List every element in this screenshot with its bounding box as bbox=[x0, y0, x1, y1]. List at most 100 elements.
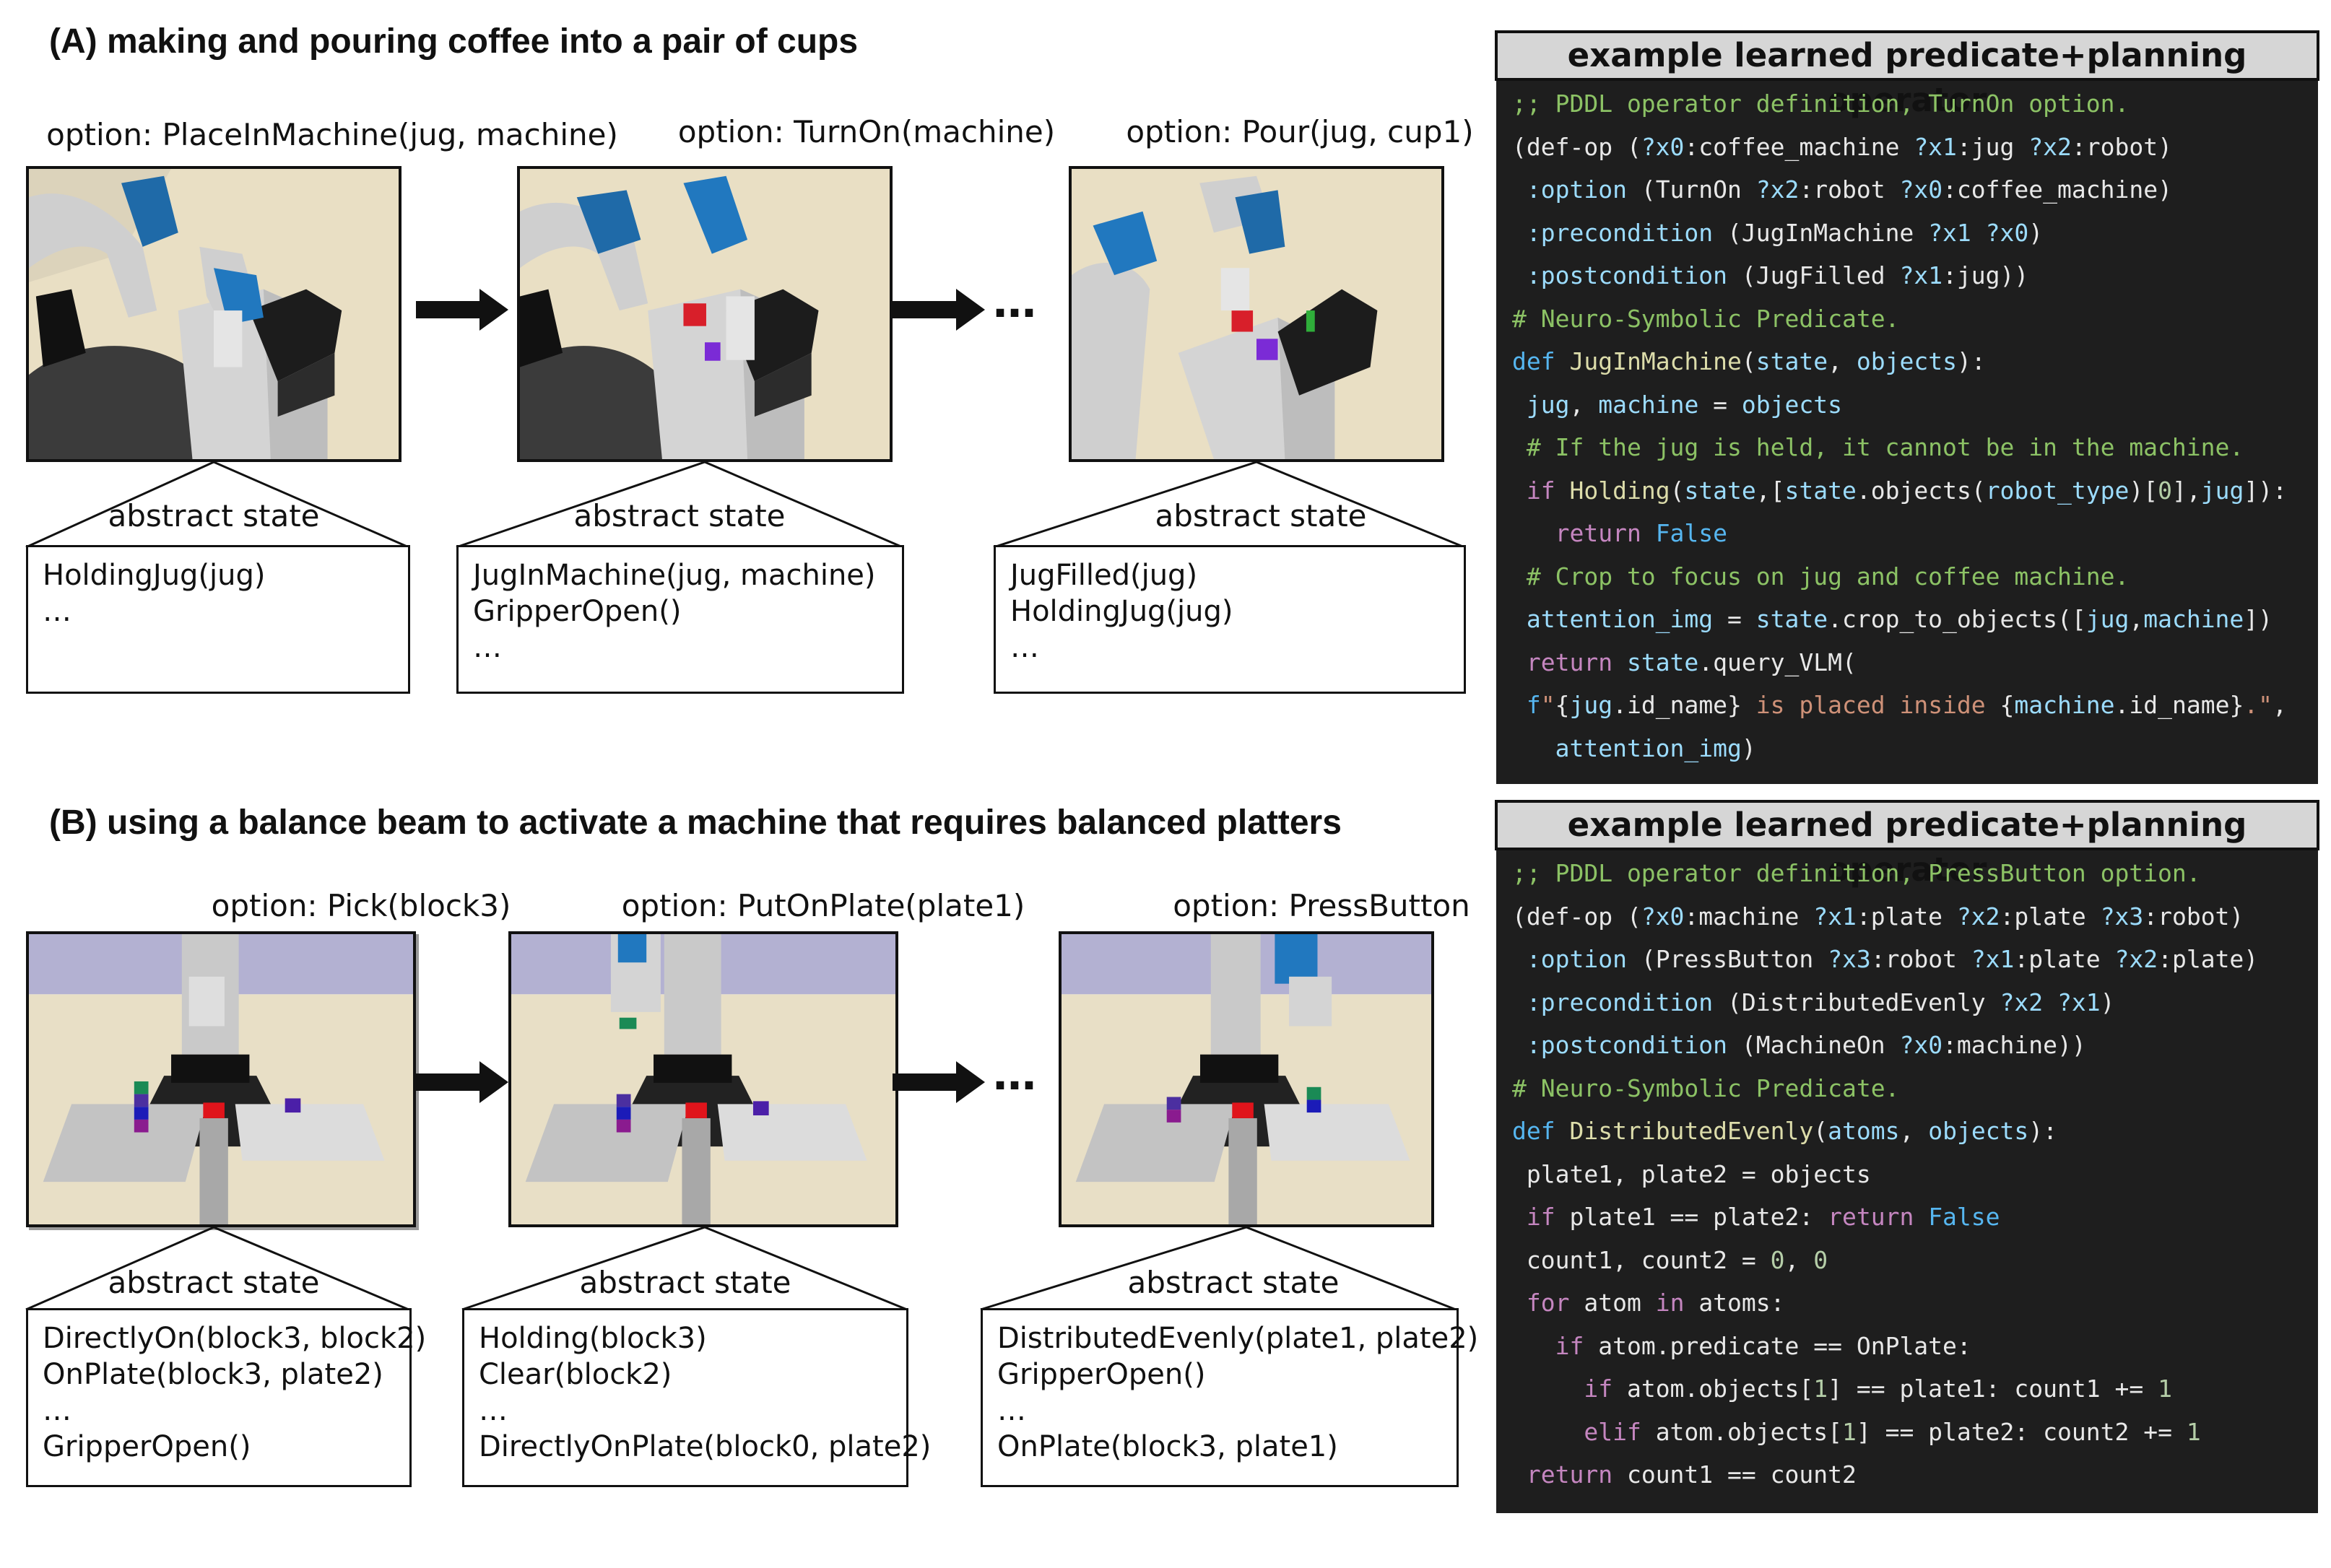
state-line: GripperOpen() bbox=[473, 595, 682, 628]
code-token: attention_img bbox=[1555, 733, 1742, 762]
code-token: :plate bbox=[1856, 902, 1957, 931]
state-line: … bbox=[473, 631, 502, 664]
panel-b-scene-2 bbox=[508, 931, 898, 1227]
code-token bbox=[1512, 476, 1527, 505]
code-token: :robot) bbox=[2143, 902, 2244, 931]
panel-b-state-box-3: DistributedEvenly(plate1, plate2) Grippe… bbox=[981, 1308, 1478, 1487]
code-token: # Crop to focus on jug and coffee machin… bbox=[1512, 562, 2130, 591]
state-line: JugInMachine(jug, machine) bbox=[473, 559, 876, 592]
panel-a-state-box-1: HoldingJug(jug) … bbox=[26, 545, 410, 694]
code-token: :machine)) bbox=[1942, 1031, 2086, 1059]
code-token: :postcondition bbox=[1526, 1031, 1728, 1059]
code-token: elif bbox=[1584, 1417, 1656, 1446]
code-line: attention_img = state.crop_to_objects([j… bbox=[1512, 598, 2287, 641]
code-token: False bbox=[1928, 1203, 2000, 1231]
state-line: Clear(block2) bbox=[479, 1358, 672, 1391]
code-token: machine bbox=[2143, 605, 2244, 633]
code-line: :option (PressButton ?x3:robot ?x1:plate… bbox=[1512, 938, 2258, 981]
state-line: DirectlyOnPlate(block0, plate2) bbox=[479, 1430, 932, 1463]
state-line: OnPlate(block3, plate1) bbox=[997, 1430, 1338, 1463]
code-token: ?x1 ?x0 bbox=[1928, 218, 2029, 247]
panel-a-code-title: example learned predicate+planning opera… bbox=[1495, 30, 2319, 119]
code-token: machine bbox=[2014, 691, 2115, 719]
code-token: # Neuro-Symbolic Predicate. bbox=[1512, 304, 1900, 333]
state-line: Holding(block3) bbox=[479, 1322, 707, 1355]
panel-a-arrow-1 bbox=[416, 287, 510, 335]
code-token: { bbox=[1555, 691, 1570, 719]
panel-a-scene-3 bbox=[1069, 166, 1444, 462]
code-token bbox=[1512, 734, 1555, 762]
code-line: if atom.objects[1] == plate1: count1 += … bbox=[1512, 1367, 2258, 1411]
code-token: ?x0 bbox=[1899, 175, 1943, 204]
code-token: ( bbox=[1813, 1117, 1828, 1145]
panel-a-option-1: option: PlaceInMachine(jug, machine) bbox=[46, 117, 618, 152]
code-token: (def-op ( bbox=[1512, 132, 1641, 161]
code-token: ?x1 bbox=[1899, 261, 1943, 289]
code-token: for bbox=[1526, 1289, 1584, 1317]
code-line: plate1, plate2 = objects bbox=[1512, 1153, 2258, 1196]
state-line: JugFilled(jug) bbox=[1010, 559, 1198, 592]
code-token bbox=[1512, 1460, 1527, 1489]
code-token: .query_VLM( bbox=[1698, 648, 1857, 676]
code-token: , bbox=[1784, 1245, 1814, 1274]
code-token: # Neuro-Symbolic Predicate. bbox=[1512, 1073, 1900, 1102]
code-token: { bbox=[2000, 691, 2015, 719]
code-token: plate1, plate2 = objects bbox=[1512, 1159, 1871, 1188]
code-token: :robot bbox=[1870, 945, 1971, 973]
code-token: atoms: bbox=[1698, 1289, 1785, 1317]
code-token: :option bbox=[1526, 945, 1627, 973]
code-token: = bbox=[1713, 605, 1756, 633]
code-token: :robot) bbox=[2071, 132, 2172, 161]
code-token bbox=[1512, 945, 1527, 973]
code-token: :coffee_machine bbox=[1684, 132, 1914, 161]
code-token: if bbox=[1526, 476, 1570, 505]
code-token: jug bbox=[1569, 691, 1613, 719]
panel-b-state-label-3: abstract state bbox=[1127, 1265, 1340, 1300]
code-token: :precondition bbox=[1526, 218, 1714, 247]
code-token: plate1 == plate2: bbox=[1569, 1203, 1828, 1231]
code-token: .objects( bbox=[1856, 476, 1986, 505]
code-line: if Holding(state,[state.objects(robot_ty… bbox=[1512, 469, 2287, 513]
code-token: (TurnOn bbox=[1626, 175, 1756, 204]
code-token: objects bbox=[1928, 1117, 2029, 1145]
panel-a-state-box-2: JugInMachine(jug, machine) GripperOpen()… bbox=[456, 545, 904, 694]
code-token: ?x0 bbox=[1899, 1031, 1943, 1059]
panel-a-option-3: option: Pour(jug, cup1) bbox=[1126, 114, 1474, 149]
panel-b-state-label-2: abstract state bbox=[579, 1265, 791, 1300]
code-token: objects bbox=[1856, 347, 1957, 375]
code-token: ?x2 ?x1 bbox=[2000, 988, 2101, 1016]
panel-b-funnels bbox=[25, 1226, 1457, 1311]
code-token: ?x2 bbox=[2114, 945, 2158, 973]
code-token: atom.predicate == OnPlate: bbox=[1598, 1331, 1971, 1360]
code-token: 0 bbox=[2158, 476, 2172, 505]
code-token: machine bbox=[1598, 390, 1699, 419]
code-token: ) bbox=[2028, 218, 2044, 247]
code-token: 1 bbox=[2158, 1375, 2172, 1403]
code-token: jug bbox=[2200, 476, 2244, 505]
state-line: … bbox=[43, 1394, 71, 1427]
panel-a-scene-2 bbox=[517, 166, 893, 462]
panel-b-heading: (B) using a balance beam to activate a m… bbox=[49, 803, 1342, 842]
code-line: jug, machine = objects bbox=[1512, 383, 2287, 427]
code-token: def bbox=[1512, 347, 1570, 375]
code-token: = bbox=[1698, 390, 1742, 419]
code-token: 0 bbox=[1770, 1245, 1785, 1274]
code-token: 1 bbox=[1841, 1417, 1857, 1446]
code-token: Holding bbox=[1569, 476, 1670, 505]
code-token: state bbox=[1684, 476, 1756, 505]
code-line: :postcondition (JugFilled ?x1:jug)) bbox=[1512, 254, 2287, 297]
code-token: attention_img bbox=[1526, 605, 1714, 633]
code-token: ." bbox=[2244, 691, 2273, 719]
panel-b-state-box-2: Holding(block3) Clear(block2) … Directly… bbox=[462, 1308, 932, 1487]
code-token: :plate bbox=[2000, 902, 2101, 931]
code-token: :option bbox=[1526, 175, 1627, 204]
code-token: ?x2 bbox=[1755, 175, 1800, 204]
code-token: ) bbox=[2100, 988, 2115, 1016]
panel-b-code-panel bbox=[1496, 803, 2318, 1513]
panel-a-state-box-3: JugFilled(jug) HoldingJug(jug) … bbox=[994, 545, 1466, 694]
code-token: count1, count2 = bbox=[1512, 1245, 1771, 1274]
code-token: ?x3 bbox=[1828, 945, 1871, 973]
code-token: ,[ bbox=[1755, 476, 1785, 505]
code-token bbox=[1512, 519, 1555, 547]
